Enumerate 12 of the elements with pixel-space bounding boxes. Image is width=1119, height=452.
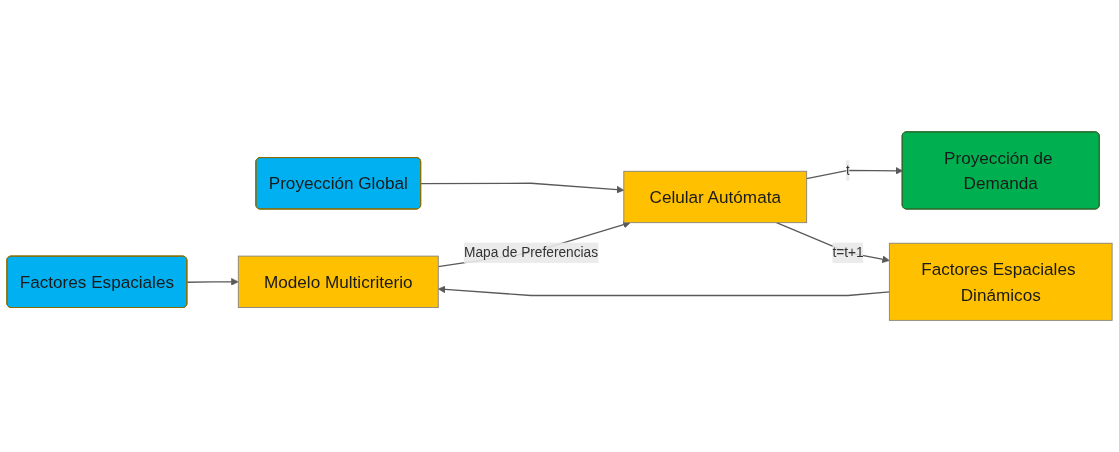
arrow xyxy=(437,220,631,268)
node-box: Celular Autómata xyxy=(623,170,808,223)
arrow xyxy=(806,166,903,180)
arrow xyxy=(186,277,239,286)
edge-label: t xyxy=(846,162,850,178)
arrow xyxy=(420,182,625,194)
node-box: Modelo Multicriterio xyxy=(237,255,439,308)
edge-label: Mapa de Preferencias xyxy=(463,244,599,260)
arrow xyxy=(775,221,890,263)
node-box: Factores Espaciales Dinámicos xyxy=(888,242,1113,321)
edge-label: t=t+1 xyxy=(832,244,864,260)
arrow xyxy=(437,285,890,297)
